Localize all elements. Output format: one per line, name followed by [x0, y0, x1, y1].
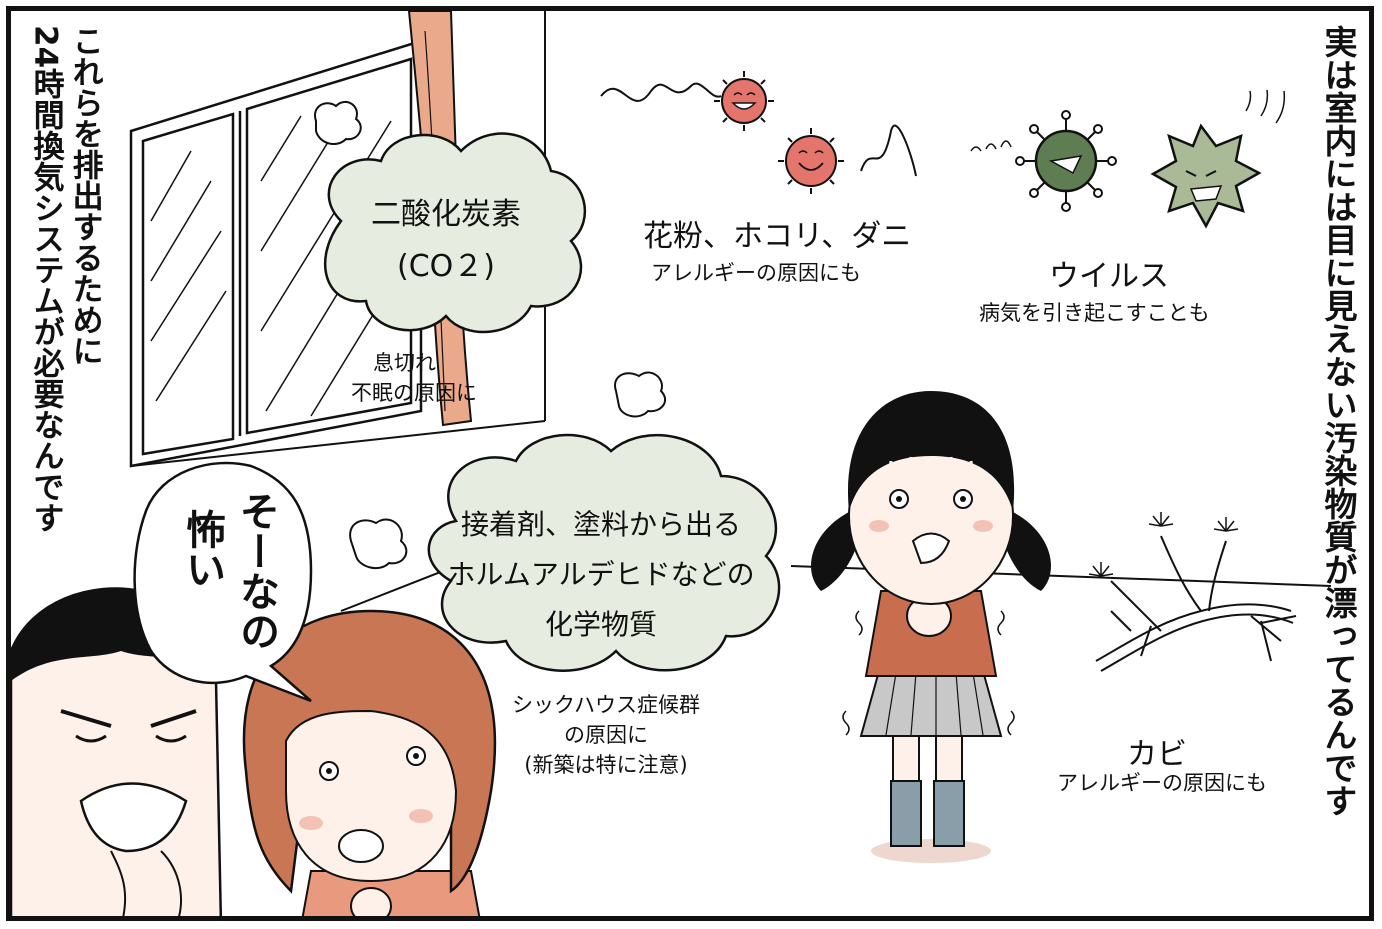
pollen-title: 花粉、ホコリ、ダニ — [643, 219, 912, 254]
chemical-title-line1: 接着剤、塗料から出る — [460, 508, 741, 541]
chemical-title-line2: ホルムアルデヒドなどの — [447, 558, 755, 591]
virus-icon — [1150, 89, 1286, 229]
co2-note-line2: 不眠の原因に — [351, 381, 477, 405]
narration-left-line1: これらを排出するために — [66, 25, 103, 366]
speech-line1: そーなの — [233, 491, 279, 651]
pollen-icon — [778, 124, 917, 194]
co2-note-line1: 息切れ — [373, 351, 436, 375]
co2-cloud-icon — [324, 132, 587, 334]
co2-title-line2: (CO２) — [397, 249, 495, 284]
chemical-title-line3: 化学物質 — [544, 608, 657, 641]
narration-right: 実は室内には目に見えない汚染物質が漂ってるんです — [1318, 25, 1358, 817]
speech-line2: 怖い — [179, 509, 225, 589]
chemical-note-line2: の原因に — [564, 723, 648, 747]
co2-title-line1: 二酸化炭素 — [371, 197, 521, 232]
comic-panel: 実は室内には目に見えない汚染物質が漂ってるんです これらを排出するために 24時… — [6, 6, 1374, 921]
virus-icon — [970, 110, 1117, 212]
mold-note: アレルギーの原因にも — [1057, 771, 1267, 795]
pollen-note: アレルギーの原因にも — [651, 261, 861, 285]
small-puff-icon — [614, 371, 667, 418]
girl-character — [811, 391, 1051, 863]
small-puff-icon — [314, 100, 362, 146]
window-sill-line — [130, 420, 546, 467]
small-puff-icon — [349, 518, 408, 570]
chemical-cloud-icon — [427, 433, 781, 672]
mold-icon — [1088, 512, 1297, 672]
virus-title: ウイルス — [1049, 259, 1169, 294]
woman-character — [242, 609, 497, 916]
pollen-icon — [600, 71, 774, 131]
background-art — [11, 11, 1332, 916]
mold-title: カビ — [1127, 737, 1187, 772]
chemical-note-line1: シックハウス症候群 — [512, 693, 700, 717]
virus-note: 病気を引き起こすことも — [979, 301, 1210, 325]
narration-left-line2: 24時間換気システムが必要なんです — [27, 25, 64, 534]
chemical-note-line3: (新築は特に注意) — [524, 753, 688, 777]
speech-balloon — [133, 461, 313, 703]
